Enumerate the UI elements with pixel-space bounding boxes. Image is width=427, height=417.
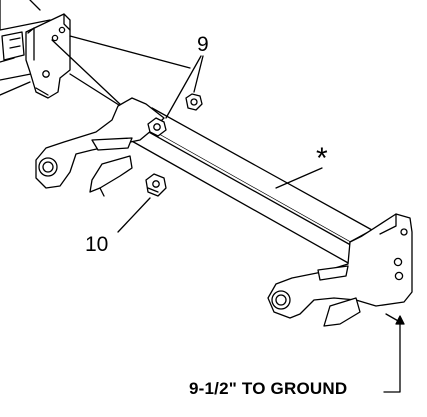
leader-lines [117,55,323,233]
left-mount-plate [35,97,165,197]
callout-asterisk: * [316,142,328,175]
ground-reference-arrow [383,313,405,393]
nut-9-lower [147,117,167,137]
nut-9-upper [185,93,203,111]
callout-nut-10: 10 [85,233,109,256]
left-frame-bracket [25,13,71,99]
cross-bar-tube [129,107,373,265]
callout-nut-9: 9 [197,33,209,56]
right-mount-plate [267,213,413,327]
ground-height-note: 9-1/2" TO GROUND [189,379,348,398]
nut-10 [145,173,167,197]
truck-frame [0,0,51,96]
